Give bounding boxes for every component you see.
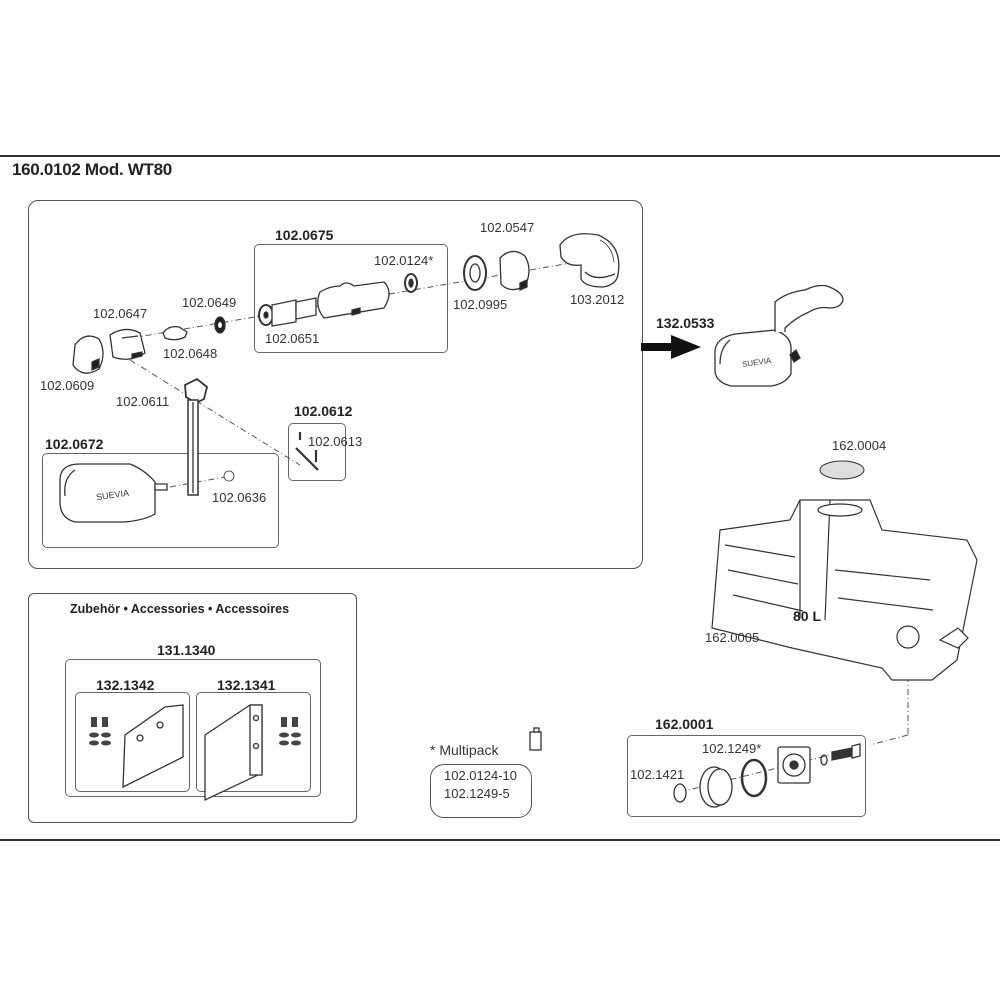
part-label-102-0672: 102.0672 — [45, 436, 104, 452]
bottom-rule — [0, 839, 1000, 841]
valve-brand-label: SUEVIA — [741, 356, 772, 369]
part-label-102-0675: 102.0675 — [275, 227, 334, 243]
part-label-162-0001: 162.0001 — [655, 716, 714, 732]
part-label-102-0649: 102.0649 — [182, 295, 237, 310]
part-label-102-0611: 102.0611 — [116, 394, 170, 409]
lid-icon — [819, 460, 865, 480]
part-label-132-1342: 132.1342 — [96, 677, 155, 693]
pin-set-box — [288, 423, 346, 481]
bracket-right-box — [196, 692, 311, 792]
part-label-102-0612: 102.0612 — [294, 403, 353, 419]
part-label-102-0647: 102.0647 — [93, 306, 148, 321]
water-trough-icon — [711, 499, 978, 681]
part-label-102-0651: 102.0651 — [265, 331, 320, 346]
part-label-102-0648: 102.0648 — [163, 346, 218, 361]
capacity-label: 80 L — [793, 608, 822, 624]
bracket-set-box — [65, 659, 321, 797]
drain-kit-box — [627, 735, 866, 817]
accessories-box — [28, 593, 357, 823]
multipack-label: * Multipack — [430, 742, 499, 758]
assembled-valve-icon — [714, 284, 844, 387]
arrow-icon — [641, 335, 701, 359]
part-label-132-1341: 132.1341 — [217, 677, 276, 693]
part-label-102-1249: 102.1249* — [702, 741, 762, 756]
part-label-162-0004: 162.0004 — [832, 438, 887, 453]
package-icon — [529, 727, 542, 751]
part-label-132-0533: 132.0533 — [656, 315, 715, 331]
part-label-102-0124: 102.0124* — [374, 253, 434, 268]
part-label-102-1421: 102.1421 — [630, 767, 685, 782]
part-label-103-2012: 103.2012 — [570, 292, 625, 307]
part-label-102-0609: 102.0609 — [40, 378, 95, 393]
part-label-102-0613: 102.0613 — [308, 434, 363, 449]
multipack-box — [430, 764, 532, 818]
part-label-102-0995: 102.0995 — [453, 297, 508, 312]
accessories-heading: Zubehör • Accessories • Accessoires — [70, 602, 290, 616]
page-title: 160.0102 Mod. WT80 — [12, 160, 172, 179]
part-label-162-0005: 162.0005 — [705, 630, 760, 645]
part-label-102-0636: 102.0636 — [212, 490, 267, 505]
part-label-102-0547: 102.0547 — [480, 220, 535, 235]
multipack-entry: 102.0124-10 — [444, 768, 518, 783]
top-rule — [0, 155, 1000, 157]
bracket-left-box — [75, 692, 190, 792]
part-label-131-1340: 131.1340 — [157, 642, 216, 658]
main-assembly-box — [28, 200, 643, 569]
multipack-entry: 102.1249-5 — [444, 786, 510, 801]
